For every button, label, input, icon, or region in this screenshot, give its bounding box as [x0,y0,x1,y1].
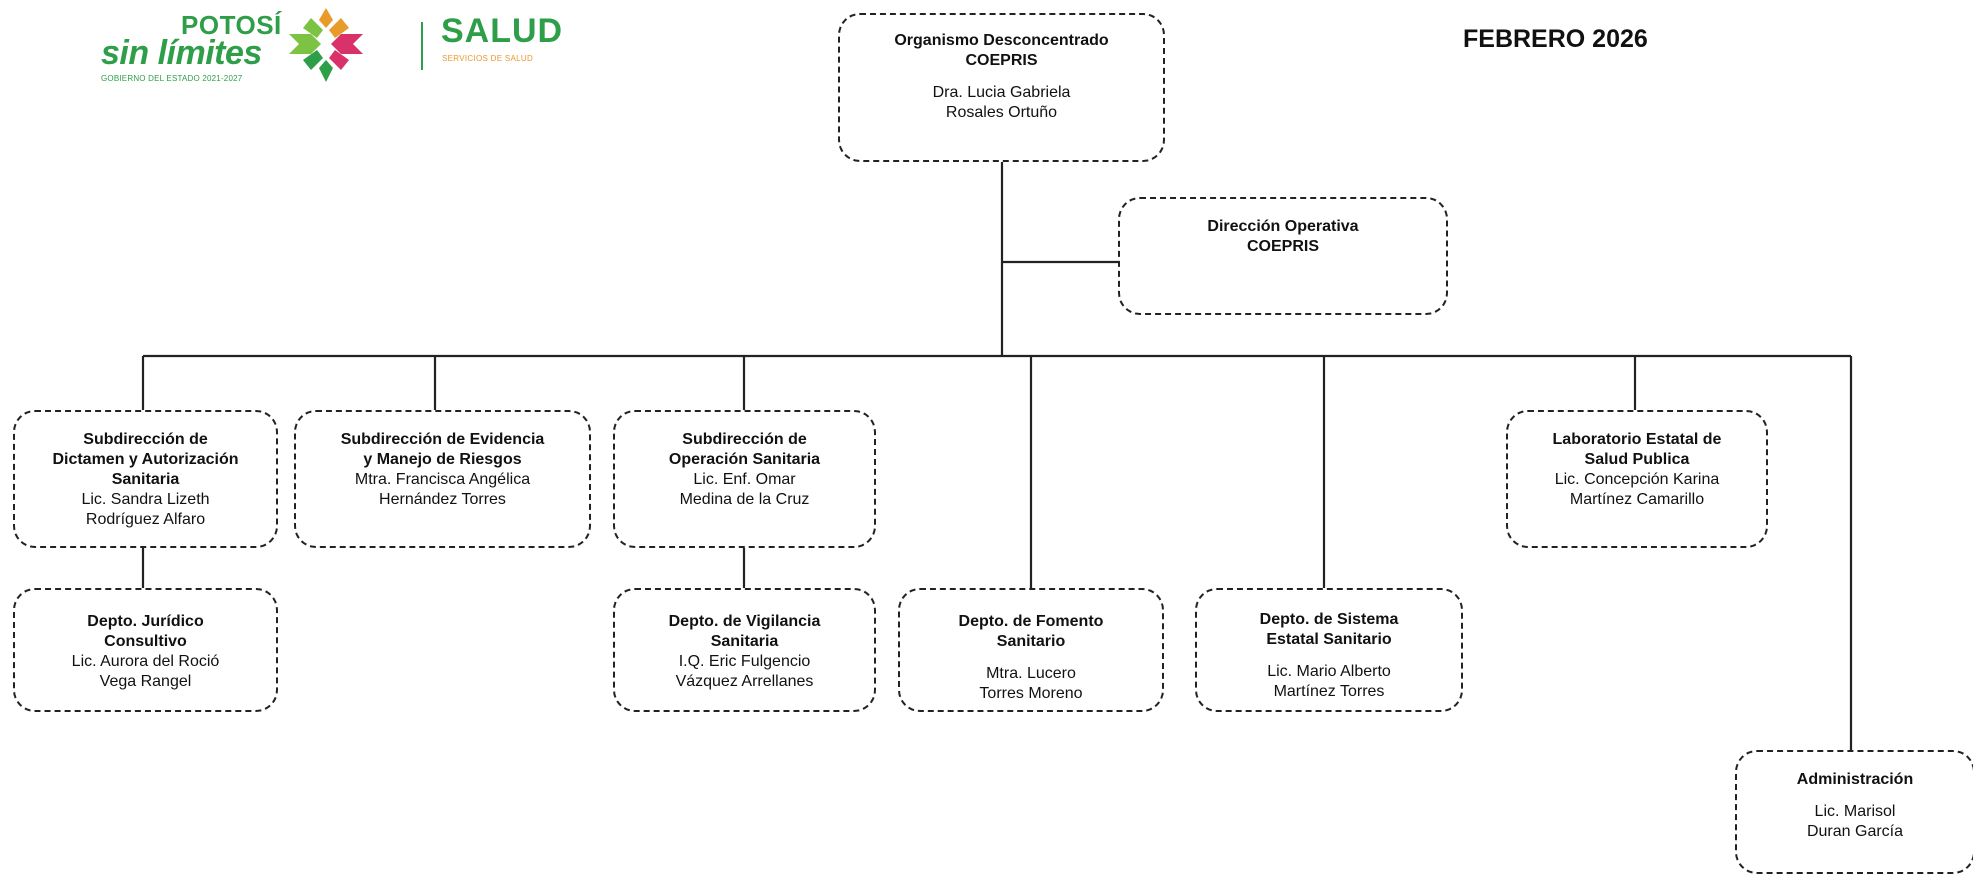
node-person-line: Lic. Concepción Karina [1554,471,1720,488]
node-person-line: Mtra. Francisca Angélica [354,471,531,488]
logo-salud-text: SALUD [441,12,564,50]
node-spacer [840,71,1163,83]
node-subdireccion-evidencia: Subdirección de Evidencia y Manejo de Rie… [294,410,591,548]
node-person-line: Torres Moreno [979,685,1083,702]
node-title-line: Organismo Desconcentrado [894,32,1109,49]
node-person-line: Lic. Sandra Lizeth [81,491,210,508]
logo-star-icon [289,8,363,82]
node-title-line: Depto. de Fomento [958,613,1104,630]
node-title-line: Estatal Sanitario [1266,631,1392,648]
node-title-line: Depto. de Sistema [1259,611,1399,628]
node-person-line: Vázquez Arrellanes [675,673,814,690]
node-title-line: Subdirección de [682,431,807,448]
node-person-line: Mtra. Lucero [986,665,1076,682]
node-spacer [1197,650,1461,662]
node-spacer [900,652,1162,664]
node-person-line: Lic. Mario Alberto [1267,663,1391,680]
node-title-line: y Manejo de Riesgos [363,451,522,468]
node-title-line: Sanitario [996,633,1066,650]
node-title-line: Subdirección de [83,431,208,448]
node-person-line: Rosales Ortuño [945,104,1058,121]
node-title-line: Subdirección de Evidencia [340,431,545,448]
logo-potosi-text: POTOSÍ [181,10,282,40]
logo-gobierno-text: GOBIERNO DEL ESTADO 2021-2027 [101,74,243,83]
node-title-line: Salud Publica [1584,451,1690,468]
node-title-line: COEPRIS [1246,238,1319,255]
node-person-line: Dra. Lucia Gabriela [932,84,1071,101]
node-person-line: Medina de la Cruz [679,491,810,508]
node-person-line: Hernández Torres [379,491,506,508]
logo-servicios-text: SERVICIOS DE SALUD [442,54,534,63]
node-person-line: Lic. Aurora del Roció [71,653,220,670]
node-title-line: Consultivo [104,633,187,650]
node-person-line: I.Q. Eric Fulgencio [678,653,811,670]
node-person-line: Martínez Camarillo [1569,491,1705,508]
node-title-line: Dirección Operativa [1207,218,1359,235]
node-person-line: Martínez Torres [1273,683,1385,700]
node-title-line: COEPRIS [965,52,1038,69]
node-title-line: Dictamen y Autorización [52,451,239,468]
logo-divider [421,22,423,70]
node-title-line: Administración [1796,771,1914,788]
node-title-line: Depto. Jurídico [87,613,204,630]
node-title-line: Laboratorio Estatal de [1552,431,1722,448]
node-title-line: Sanitaria [710,633,779,650]
potosi-salud-logo: POTOSÍ sin límites GOBIERNO DEL ESTADO 2… [96,0,606,92]
node-person-line: Lic. Enf. Omar [693,471,796,488]
node-person-line: Lic. Marisol [1814,803,1896,820]
node-person-line: Vega Rangel [99,673,192,690]
logo-sin-limites-text: sin límites [101,34,262,72]
node-person-line: Duran García [1806,823,1904,840]
node-title-line: Operación Sanitaria [668,451,821,468]
node-spacer [1737,790,1973,802]
node-title-line: Depto. de Vigilancia [668,613,821,630]
node-person-line: Rodríguez Alfaro [85,511,206,528]
node-title-line: Sanitaria [111,471,180,488]
date-label: FEBRERO 2026 [1463,25,1648,53]
